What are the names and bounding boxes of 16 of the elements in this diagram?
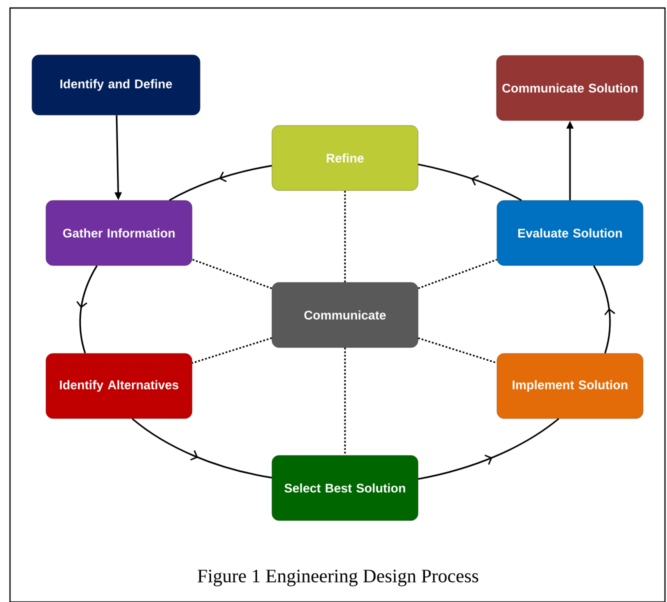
connector-line	[418, 258, 498, 290]
process-box: Identify and Define	[32, 54, 200, 116]
connector-line	[192, 337, 272, 364]
process-box: Implement Solution	[496, 353, 644, 419]
connector-line	[344, 190, 346, 282]
process-box: Communicate	[272, 282, 418, 348]
process-box: Evaluate Solution	[496, 200, 644, 266]
process-box: Identify Alternatives	[46, 353, 192, 419]
process-box: Gather Information	[46, 200, 192, 266]
connector-line	[192, 258, 272, 290]
process-box: Refine	[272, 125, 418, 191]
figure-caption: Figure 1 Engineering Design Process	[198, 570, 478, 586]
connector-line	[418, 337, 498, 364]
process-box: Communicate Solution	[496, 55, 644, 121]
process-box: Select Best Solution	[272, 455, 418, 521]
connector-line	[344, 348, 346, 456]
